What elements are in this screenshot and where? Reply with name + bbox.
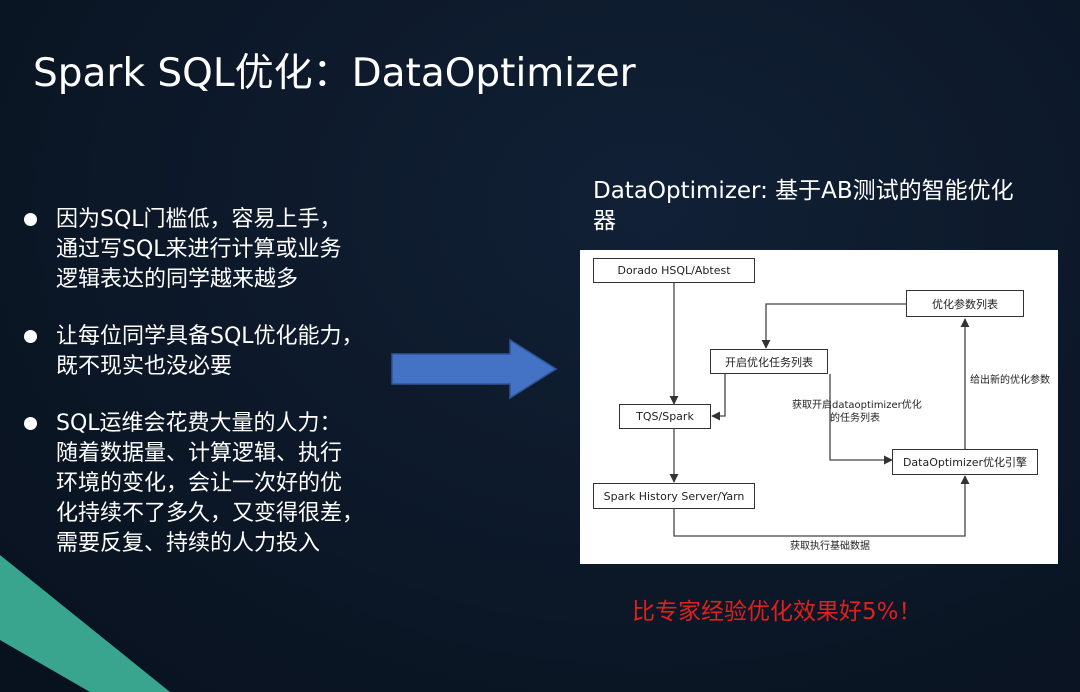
bullet-line: 环境的变化，会让一次好的优 <box>56 471 343 496</box>
bullet-line: 让每位同学具备SQL优化能力， <box>56 324 364 349</box>
edge-label: 获取开启dataoptimizer优化 <box>792 400 922 411</box>
caption-line: 器 <box>593 208 616 234</box>
edge-enable-to-tqs <box>711 374 726 421</box>
bullet-dot-icon <box>24 417 37 430</box>
flow-diagram: Dorado HSQL/Abtest 优化参数列表 开启优化任务列表 TQS/S… <box>580 250 1058 564</box>
bullet-line: 随着数据量、计算逻辑、执行 <box>56 441 343 466</box>
edge-history-to-engine <box>673 475 970 537</box>
diagram-caption: DataOptimizer: 基于AB测试的智能优化 器 <box>593 176 1033 236</box>
node-dorado: Dorado HSQL/Abtest <box>593 258 755 283</box>
bullet-line: 因为SQL门槛低，容易上手， <box>56 207 342 232</box>
node-enable-tasks: 开启优化任务列表 <box>710 349 828 374</box>
node-tqs-spark: TQS/Spark <box>619 404 711 429</box>
node-engine: DataOptimizer优化引擎 <box>892 449 1038 475</box>
edge-label: 的任务列表 <box>830 413 880 424</box>
node-params-list: 优化参数列表 <box>906 290 1024 317</box>
right-arrow-icon <box>391 338 558 400</box>
bullet-line: 通过写SQL来进行计算或业务 <box>56 237 342 262</box>
flow-diagram-edges <box>669 283 970 537</box>
bullet-line: 化持续不了多久，又变得很差， <box>56 501 365 526</box>
bullet-line: 需要反复、持续的人力投入 <box>56 531 321 556</box>
bullet-dot-icon <box>24 330 37 343</box>
bullet-line: 既不现实也没必要 <box>56 354 233 379</box>
bullet-line: SQL运维会花费大量的人力： <box>56 411 342 436</box>
edge-label: 给出新的优化参数 <box>970 375 1050 386</box>
edge-params-to-enable <box>761 303 906 349</box>
caption-line: DataOptimizer: 基于AB测试的智能优化 <box>593 178 1014 204</box>
bullet-line: 逻辑表达的同学越来越多 <box>56 267 299 292</box>
result-highlight: 比专家经验优化效果好5%！ <box>632 599 922 625</box>
page-title: Spark SQL优化：DataOptimizer <box>33 51 636 96</box>
node-history: Spark History Server/Yarn <box>593 483 755 509</box>
bullet-dot-icon <box>24 213 37 226</box>
edge-enable-to-engine <box>829 374 893 465</box>
edge-label: 获取执行基础数据 <box>790 541 870 552</box>
